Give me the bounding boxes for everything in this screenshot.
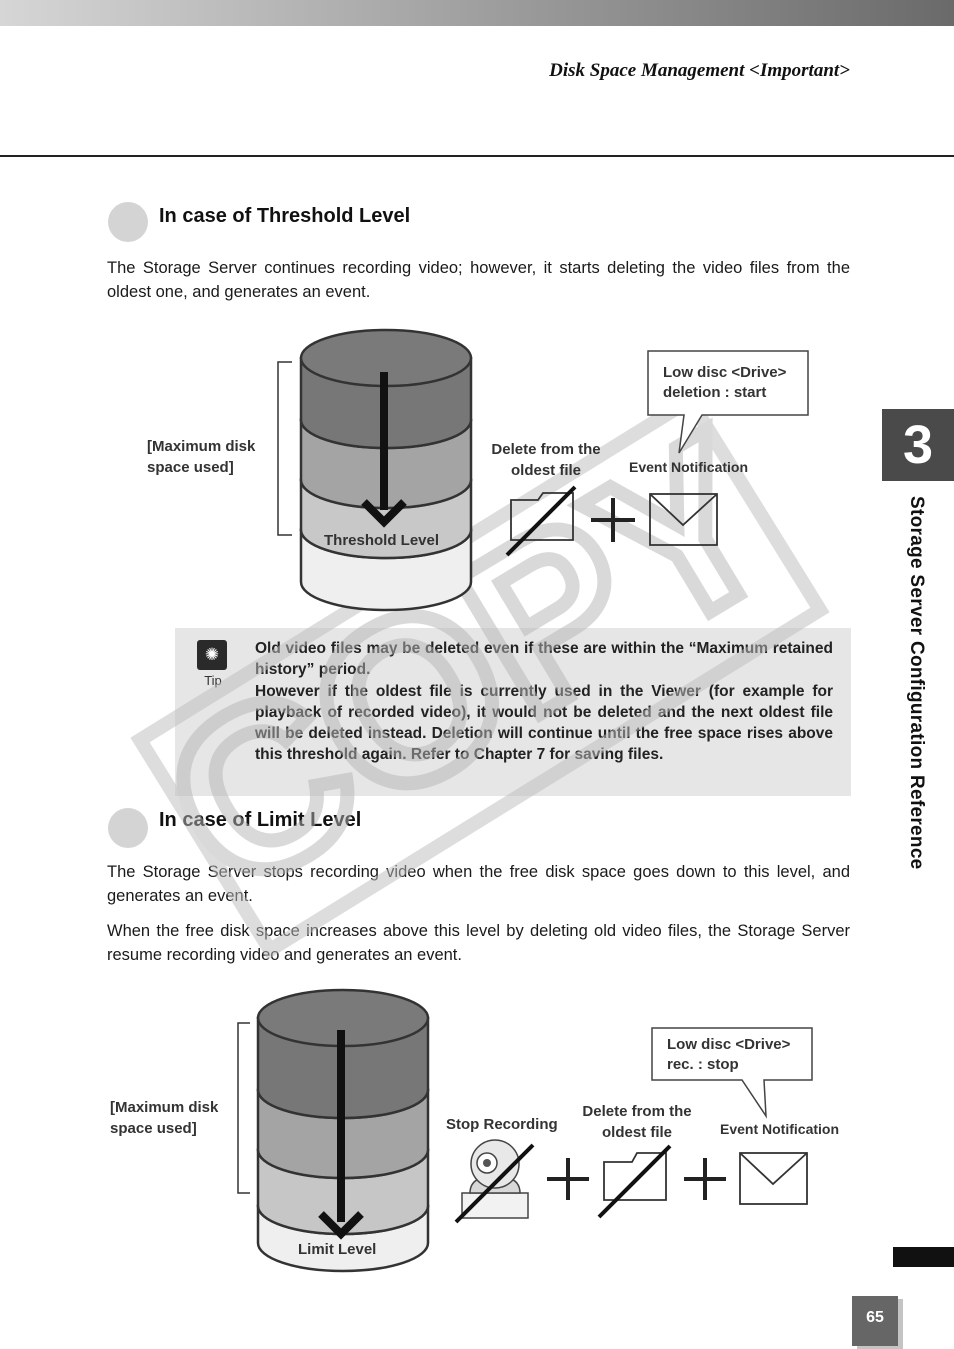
threshold-folder-crossed-icon: [505, 485, 577, 557]
limit-callout-line2: rec. : stop: [667, 1056, 739, 1073]
camera-crossed-icon: [454, 1139, 535, 1224]
page-number: 65: [852, 1296, 898, 1346]
threshold-description: The Storage Server continues recording v…: [107, 259, 850, 301]
limit-bracket-text: [Maximum disk space used]: [110, 1099, 219, 1137]
side-black-marker: [893, 1247, 954, 1267]
threshold-event-label: Event Notification: [629, 459, 749, 475]
tip-lightbulb-icon: ✺: [197, 640, 227, 670]
chapter-title-vertical: Storage Server Configuration Reference: [906, 496, 927, 870]
section-bullet-threshold: [108, 202, 148, 242]
limit-plus-icon-2: [684, 1158, 726, 1200]
limit-envelope-icon: [739, 1152, 808, 1205]
stop-recording-label: Stop Recording: [446, 1116, 558, 1133]
threshold-callout-line1: Low disc <Drive>: [663, 364, 787, 381]
threshold-delete-text: Delete from the oldest file: [491, 441, 601, 479]
limit-level-label: Limit Level: [298, 1241, 377, 1258]
top-gradient-bar: [0, 0, 954, 26]
limit-bracket: [237, 1022, 250, 1194]
section-bullet-limit: [108, 808, 148, 848]
limit-description-1: The Storage Server stops recording video…: [107, 863, 850, 905]
threshold-callout-bubble: [647, 350, 809, 454]
header-rule: [0, 155, 954, 157]
limit-plus-icon-1: [547, 1158, 589, 1200]
threshold-envelope-icon: [649, 493, 718, 546]
threshold-bracket: [277, 361, 292, 536]
threshold-down-arrow: [361, 372, 407, 528]
limit-bracket-label: [Maximum disk space used]: [110, 1097, 238, 1139]
limit-callout-line1: Low disc <Drive>: [667, 1036, 791, 1053]
threshold-bracket-label: [Maximum disk space used]: [147, 436, 275, 478]
tip-line-1: Old video files may be deleted even if t…: [255, 640, 833, 679]
page-header-title: Disk Space Management <Important>: [549, 60, 850, 81]
section-heading-threshold: In case of Threshold Level: [159, 205, 411, 227]
limit-delete-label: Delete from the oldest file: [581, 1101, 693, 1143]
limit-folder-crossed-icon: [597, 1144, 672, 1219]
limit-event-label: Event Notification: [720, 1121, 840, 1137]
chapter-tab: 3: [882, 409, 954, 481]
section-heading-limit: In case of Limit Level: [159, 809, 362, 831]
threshold-level-label: Threshold Level: [324, 532, 440, 549]
threshold-plus-icon: [591, 498, 635, 542]
threshold-callout-text: Low disc <Drive> deletion : start: [663, 363, 786, 403]
limit-delete-text: Delete from the oldest file: [582, 1103, 692, 1141]
limit-down-arrow: [318, 1030, 364, 1240]
limit-callout-bubble: [651, 1027, 813, 1119]
threshold-bracket-text: [Maximum disk space used]: [147, 438, 256, 476]
threshold-delete-label: Delete from the oldest file: [490, 439, 602, 481]
threshold-callout-line2: deletion : start: [663, 384, 767, 401]
limit-callout-text: Low disc <Drive> rec. : stop: [667, 1035, 790, 1075]
